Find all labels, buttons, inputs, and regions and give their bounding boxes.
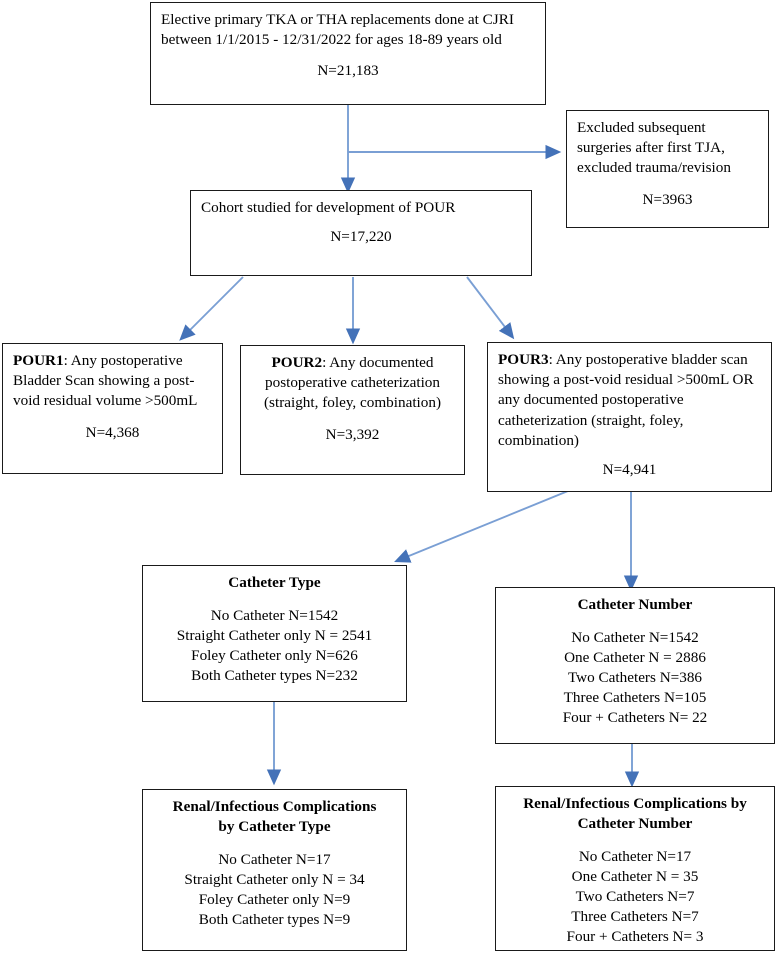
connector-cohort-to-pour1 [179, 276, 244, 341]
pour2-count: N=3,392 [325, 425, 380, 443]
studied-cohort-text: Cohort studied for development of POUR [201, 199, 456, 216]
list-item: One Catheter N = 35 [571, 867, 699, 885]
pour3-label: POUR3 [498, 351, 549, 368]
list-item: Foley Catheter only N=626 [191, 646, 358, 664]
list-item: Three Catheters N=105 [563, 688, 707, 706]
pour2-text: POUR2: Any documented postoperative cath… [251, 353, 454, 414]
catheter-number-heading: Catheter Number [577, 596, 693, 613]
list-item: Two Catheters N=386 [567, 668, 703, 686]
pour1-text: POUR1: Any postoperative Bladder Scan sh… [13, 351, 212, 412]
list-item: Both Catheter types N=9 [198, 910, 351, 928]
list-item: No Catheter N=1542 [571, 628, 699, 646]
source-cohort-text: Elective primary TKA or THA replacements… [161, 11, 514, 49]
pour2-body: : Any documented postoperative catheteri… [264, 354, 441, 412]
complications-by-number-heading-line2: Catheter Number [577, 814, 693, 832]
pour3-text: POUR3: Any postoperative bladder scan sh… [498, 350, 761, 451]
list-item: Straight Catheter only N = 34 [184, 870, 365, 888]
pour3-body: : Any postoperative bladder scan showing… [498, 351, 754, 449]
pour1-body: : Any postoperative Bladder Scan showing… [13, 352, 198, 410]
node-pour3: POUR3: Any postoperative bladder scan sh… [487, 342, 772, 492]
pour3-count: N=4,941 [602, 461, 657, 479]
node-pour1: POUR1: Any postoperative Bladder Scan sh… [2, 343, 223, 474]
list-item: No Catheter N=1542 [210, 606, 339, 624]
list-item: Two Catheters N=7 [575, 887, 695, 905]
list-item: Three Catheters N=7 [571, 907, 699, 925]
pour1-count: N=4,368 [85, 423, 140, 441]
complications-by-type-heading: Renal/Infectious Complications by Cathet… [153, 797, 396, 837]
pour1-label: POUR1 [13, 352, 64, 369]
list-item: One Catheter N = 2886 [564, 648, 706, 666]
node-source-cohort: Elective primary TKA or THA replacements… [150, 2, 546, 105]
studied-cohort-count: N=17,220 [330, 228, 392, 246]
list-item: Four + Catheters N= 22 [562, 709, 708, 726]
list-item: Straight Catheter only N = 2541 [176, 626, 373, 644]
node-excluded: Excluded subsequent surgeries after firs… [566, 110, 769, 228]
complications-by-type-heading-line1: Renal/Infectious Complications [172, 798, 377, 815]
list-item: No Catheter N=17 [218, 850, 331, 868]
list-item: No Catheter N=17 [578, 847, 692, 865]
pour2-label: POUR2 [271, 354, 323, 371]
list-item: Foley Catheter only N=9 [198, 890, 351, 908]
excluded-count: N=3963 [642, 190, 693, 208]
excluded-text: Excluded subsequent surgeries after firs… [577, 119, 731, 177]
node-studied-cohort: Cohort studied for development of POUR N… [190, 190, 532, 276]
node-complications-by-type: Renal/Infectious Complications by Cathet… [142, 789, 407, 951]
list-item: Both Catheter types N=232 [191, 666, 358, 684]
complications-by-number-heading-line1: Renal/Infectious Complications by [523, 795, 747, 812]
connector-cohort-to-pour3 [466, 276, 515, 340]
node-complications-by-number: Renal/Infectious Complications by Cathet… [495, 786, 775, 951]
source-cohort-count: N=21,183 [317, 62, 379, 80]
catheter-type-heading: Catheter Type [228, 574, 321, 591]
complications-by-type-heading-line2: by Catheter Type [218, 817, 331, 835]
complications-by-number-heading: Renal/Infectious Complications by Cathet… [506, 794, 764, 834]
connector-pour3-to-catheter-type [394, 490, 569, 563]
node-pour2: POUR2: Any documented postoperative cath… [240, 345, 465, 475]
list-item: Four + Catheters N= 3 [566, 927, 704, 945]
